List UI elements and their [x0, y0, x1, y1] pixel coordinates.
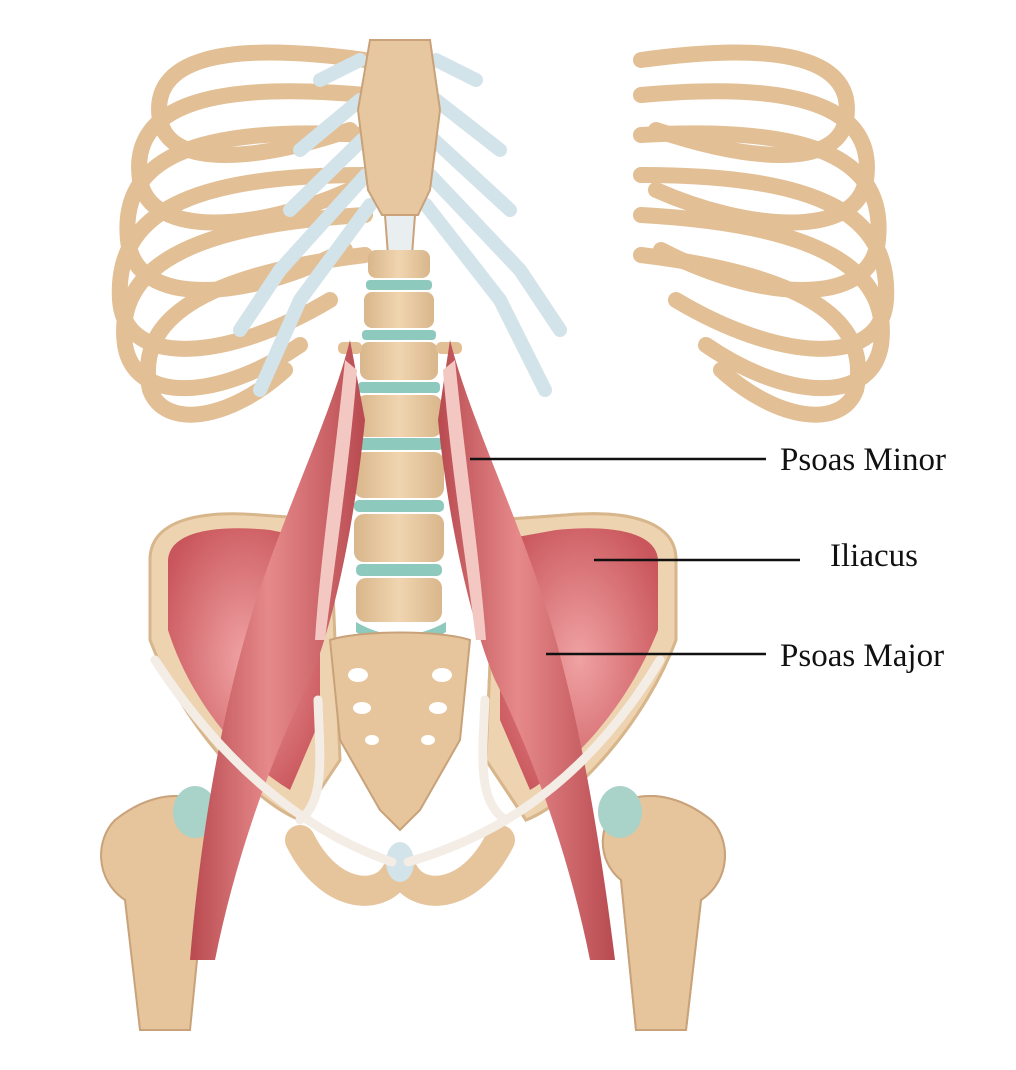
- label-psoas-major: Psoas Major: [780, 638, 945, 674]
- psoas-minor-right: [443, 360, 486, 640]
- psoas-major-right: [438, 340, 615, 960]
- psoas-minor-left: [315, 360, 357, 640]
- inguinal-ligaments: [150, 655, 665, 867]
- sternum: [356, 39, 442, 216]
- leader-lines: [470, 457, 800, 656]
- label-iliacus: Iliacus: [830, 538, 918, 574]
- rib-cage: [111, 44, 895, 423]
- femurs: [100, 786, 726, 1031]
- label-psoas-minor: Psoas Minor: [780, 442, 946, 478]
- pubic-symphysis: [386, 842, 414, 882]
- psoas-major-left: [190, 340, 365, 960]
